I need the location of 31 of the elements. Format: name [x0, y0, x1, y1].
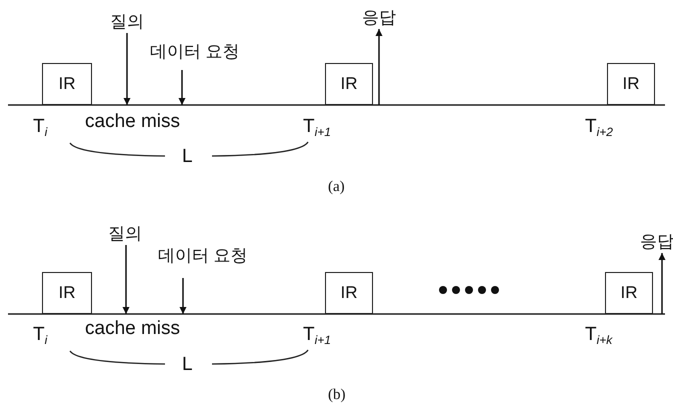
- event-label: 응답: [362, 8, 396, 28]
- time-label: T$_{i+k}$: [585, 324, 612, 349]
- state-label: cache miss: [85, 111, 180, 133]
- ir-box: IR: [605, 272, 653, 314]
- event-label: 데이터 요청: [158, 246, 248, 266]
- ir-box: IR: [42, 63, 92, 105]
- arrow: [122, 245, 130, 314]
- caption: (b): [328, 386, 346, 405]
- ir-box: IR: [325, 272, 373, 314]
- event-label: 질의: [108, 224, 142, 244]
- time-label: T$_{i}$: [33, 324, 48, 349]
- event-label: 질의: [110, 12, 144, 32]
- timeline: [8, 313, 665, 315]
- arrow: [658, 253, 666, 314]
- arrow: [376, 29, 382, 105]
- interval-label: L: [182, 146, 193, 168]
- time-label: T$_{i+2}$: [585, 116, 613, 141]
- arrow: [124, 33, 130, 105]
- arrow: [180, 278, 186, 314]
- time-label: T$_{i+1}$: [303, 324, 331, 349]
- time-label: T$_{i}$: [33, 116, 48, 141]
- event-label: 데이터 요청: [150, 42, 240, 62]
- time-label: T$_{i+1}$: [303, 116, 331, 141]
- interval-label: L: [182, 354, 193, 376]
- arrow: [178, 70, 186, 105]
- timeline: [8, 104, 665, 106]
- ir-box: IR: [42, 272, 92, 314]
- ir-box: IR: [325, 63, 373, 105]
- ir-box: IR: [607, 63, 655, 105]
- caption: (a): [328, 178, 345, 197]
- state-label: cache miss: [85, 318, 180, 340]
